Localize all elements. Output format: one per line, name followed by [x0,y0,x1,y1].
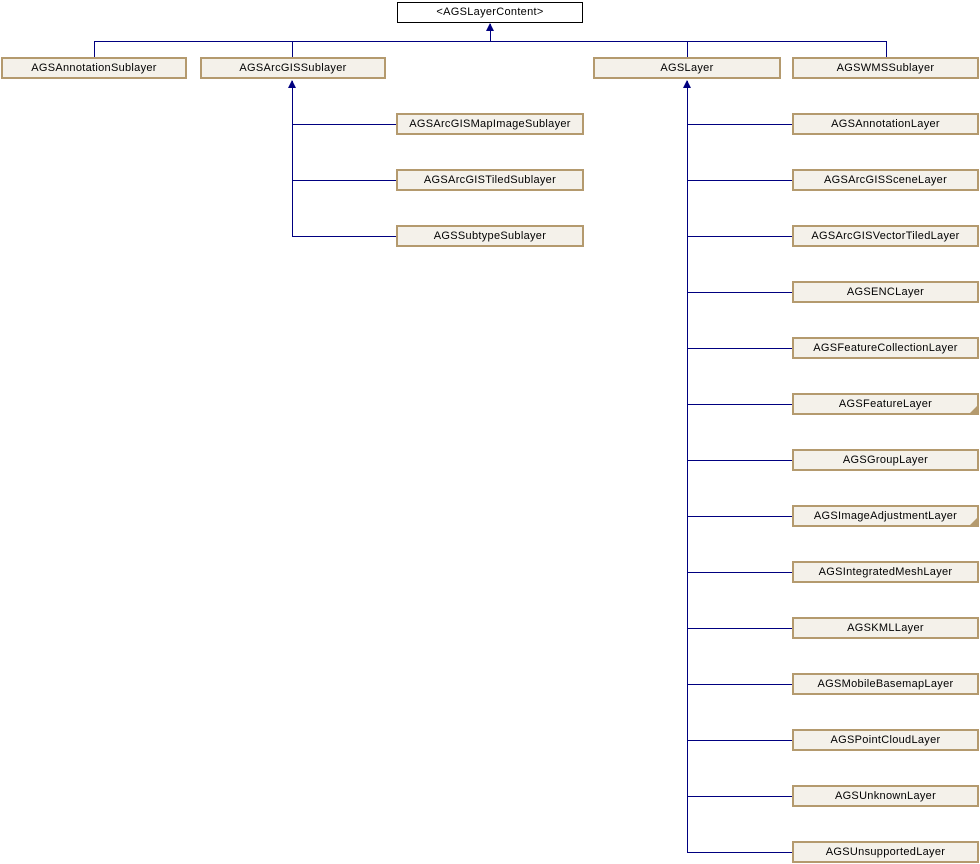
connector-line [687,796,792,797]
connector-line [490,24,491,41]
connector-line [687,124,792,125]
class-node-agsenclayer[interactable]: AGSENCLayer [792,281,979,303]
connector-line [687,236,792,237]
connector-line [292,81,293,236]
connector-line [94,41,886,42]
class-node-agsarcgisvectortiledlayer[interactable]: AGSArcGISVectorTiledLayer [792,225,979,247]
class-node-agsunknownlayer[interactable]: AGSUnknownLayer [792,785,979,807]
class-node-agswmssublayer[interactable]: AGSWMSSublayer [792,57,979,79]
class-node-agsimageadjustmentlayer[interactable]: AGSImageAdjustmentLayer [792,505,979,527]
class-node-agsfeaturelayer[interactable]: AGSFeatureLayer [792,393,979,415]
connector-line [687,684,792,685]
connector-line [687,348,792,349]
class-node-agsgrouplayer[interactable]: AGSGroupLayer [792,449,979,471]
class-node-agsannotationlayer[interactable]: AGSAnnotationLayer [792,113,979,135]
class-node-agslayer[interactable]: AGSLayer [593,57,781,79]
class-node-agsfeaturecollectionlayer[interactable]: AGSFeatureCollectionLayer [792,337,979,359]
connector-line [687,41,688,57]
class-node-agslayercontent: <AGSLayerContent> [397,2,583,23]
connector-line [292,236,396,237]
class-node-agspointcloudlayer[interactable]: AGSPointCloudLayer [792,729,979,751]
connector-line [292,41,293,57]
connector-line [687,572,792,573]
connector-line [687,404,792,405]
connector-line [687,292,792,293]
class-node-agsannotationsublayer[interactable]: AGSAnnotationSublayer [1,57,187,79]
connector-line [687,628,792,629]
connector-line [687,516,792,517]
class-node-agsarcgismapimagesublayer[interactable]: AGSArcGISMapImageSublayer [396,113,584,135]
connector-line [687,852,792,853]
connector-line [687,180,792,181]
connector-line [687,460,792,461]
connector-line [886,41,887,57]
class-node-agsarcgissublayer[interactable]: AGSArcGISSublayer [200,57,386,79]
connector-line [292,124,396,125]
class-node-agsarcgisscenelayer[interactable]: AGSArcGISSceneLayer [792,169,979,191]
inheritance-arrow-icon [486,23,494,31]
connector-line [292,180,396,181]
class-node-agsunsupportedlayer[interactable]: AGSUnsupportedLayer [792,841,979,863]
connector-line [687,740,792,741]
class-node-agsintegratedmeshlayer[interactable]: AGSIntegratedMeshLayer [792,561,979,583]
connector-line [687,81,688,852]
class-node-agssubtypesublayer[interactable]: AGSSubtypeSublayer [396,225,584,247]
class-node-agskmllayer[interactable]: AGSKMLLayer [792,617,979,639]
class-node-agsmobilebasemaplayer[interactable]: AGSMobileBasemapLayer [792,673,979,695]
connector-line [94,41,95,57]
class-node-agsarcgistiledsublayer[interactable]: AGSArcGISTiledSublayer [396,169,584,191]
